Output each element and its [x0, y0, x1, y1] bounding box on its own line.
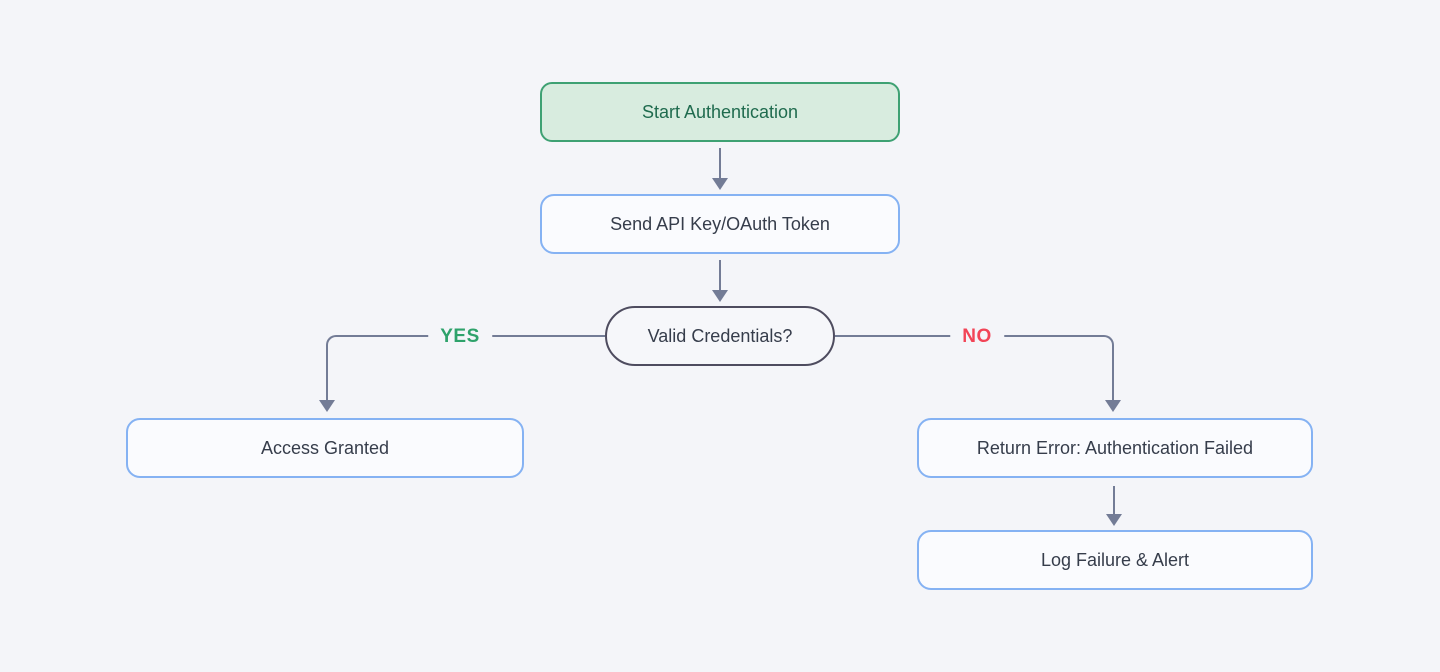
node-log-failure-label: Log Failure & Alert	[1040, 549, 1190, 570]
edge-error-to-log-line	[1113, 486, 1115, 514]
edge-label-yes: YES	[428, 326, 492, 348]
node-send-api-key-label: Send API Key/OAuth Token	[610, 213, 830, 234]
edge-send-to-decision-line	[719, 260, 721, 290]
node-return-error: Return Error: Authentication Failed	[917, 418, 1313, 478]
edge-yes-arrowhead-icon	[319, 400, 335, 412]
node-return-error-label: Return Error: Authentication Failed	[976, 437, 1254, 458]
node-start-authentication: Start Authentication	[540, 82, 900, 142]
node-start-authentication-label: Start Authentication	[641, 101, 799, 122]
node-valid-credentials: Valid Credentials?	[605, 306, 835, 366]
node-valid-credentials-label: Valid Credentials?	[647, 325, 793, 346]
edge-label-no: NO	[950, 326, 1004, 348]
edge-no-arrowhead-icon	[1105, 400, 1121, 412]
node-log-failure: Log Failure & Alert	[917, 530, 1313, 590]
edge-start-to-send-arrowhead-icon	[712, 178, 728, 190]
node-send-api-key: Send API Key/OAuth Token	[540, 194, 900, 254]
edge-error-to-log-arrowhead-icon	[1106, 514, 1122, 526]
edge-start-to-send-line	[719, 148, 721, 178]
node-access-granted: Access Granted	[126, 418, 524, 478]
node-access-granted-label: Access Granted	[260, 437, 390, 458]
edge-send-to-decision-arrowhead-icon	[712, 290, 728, 302]
